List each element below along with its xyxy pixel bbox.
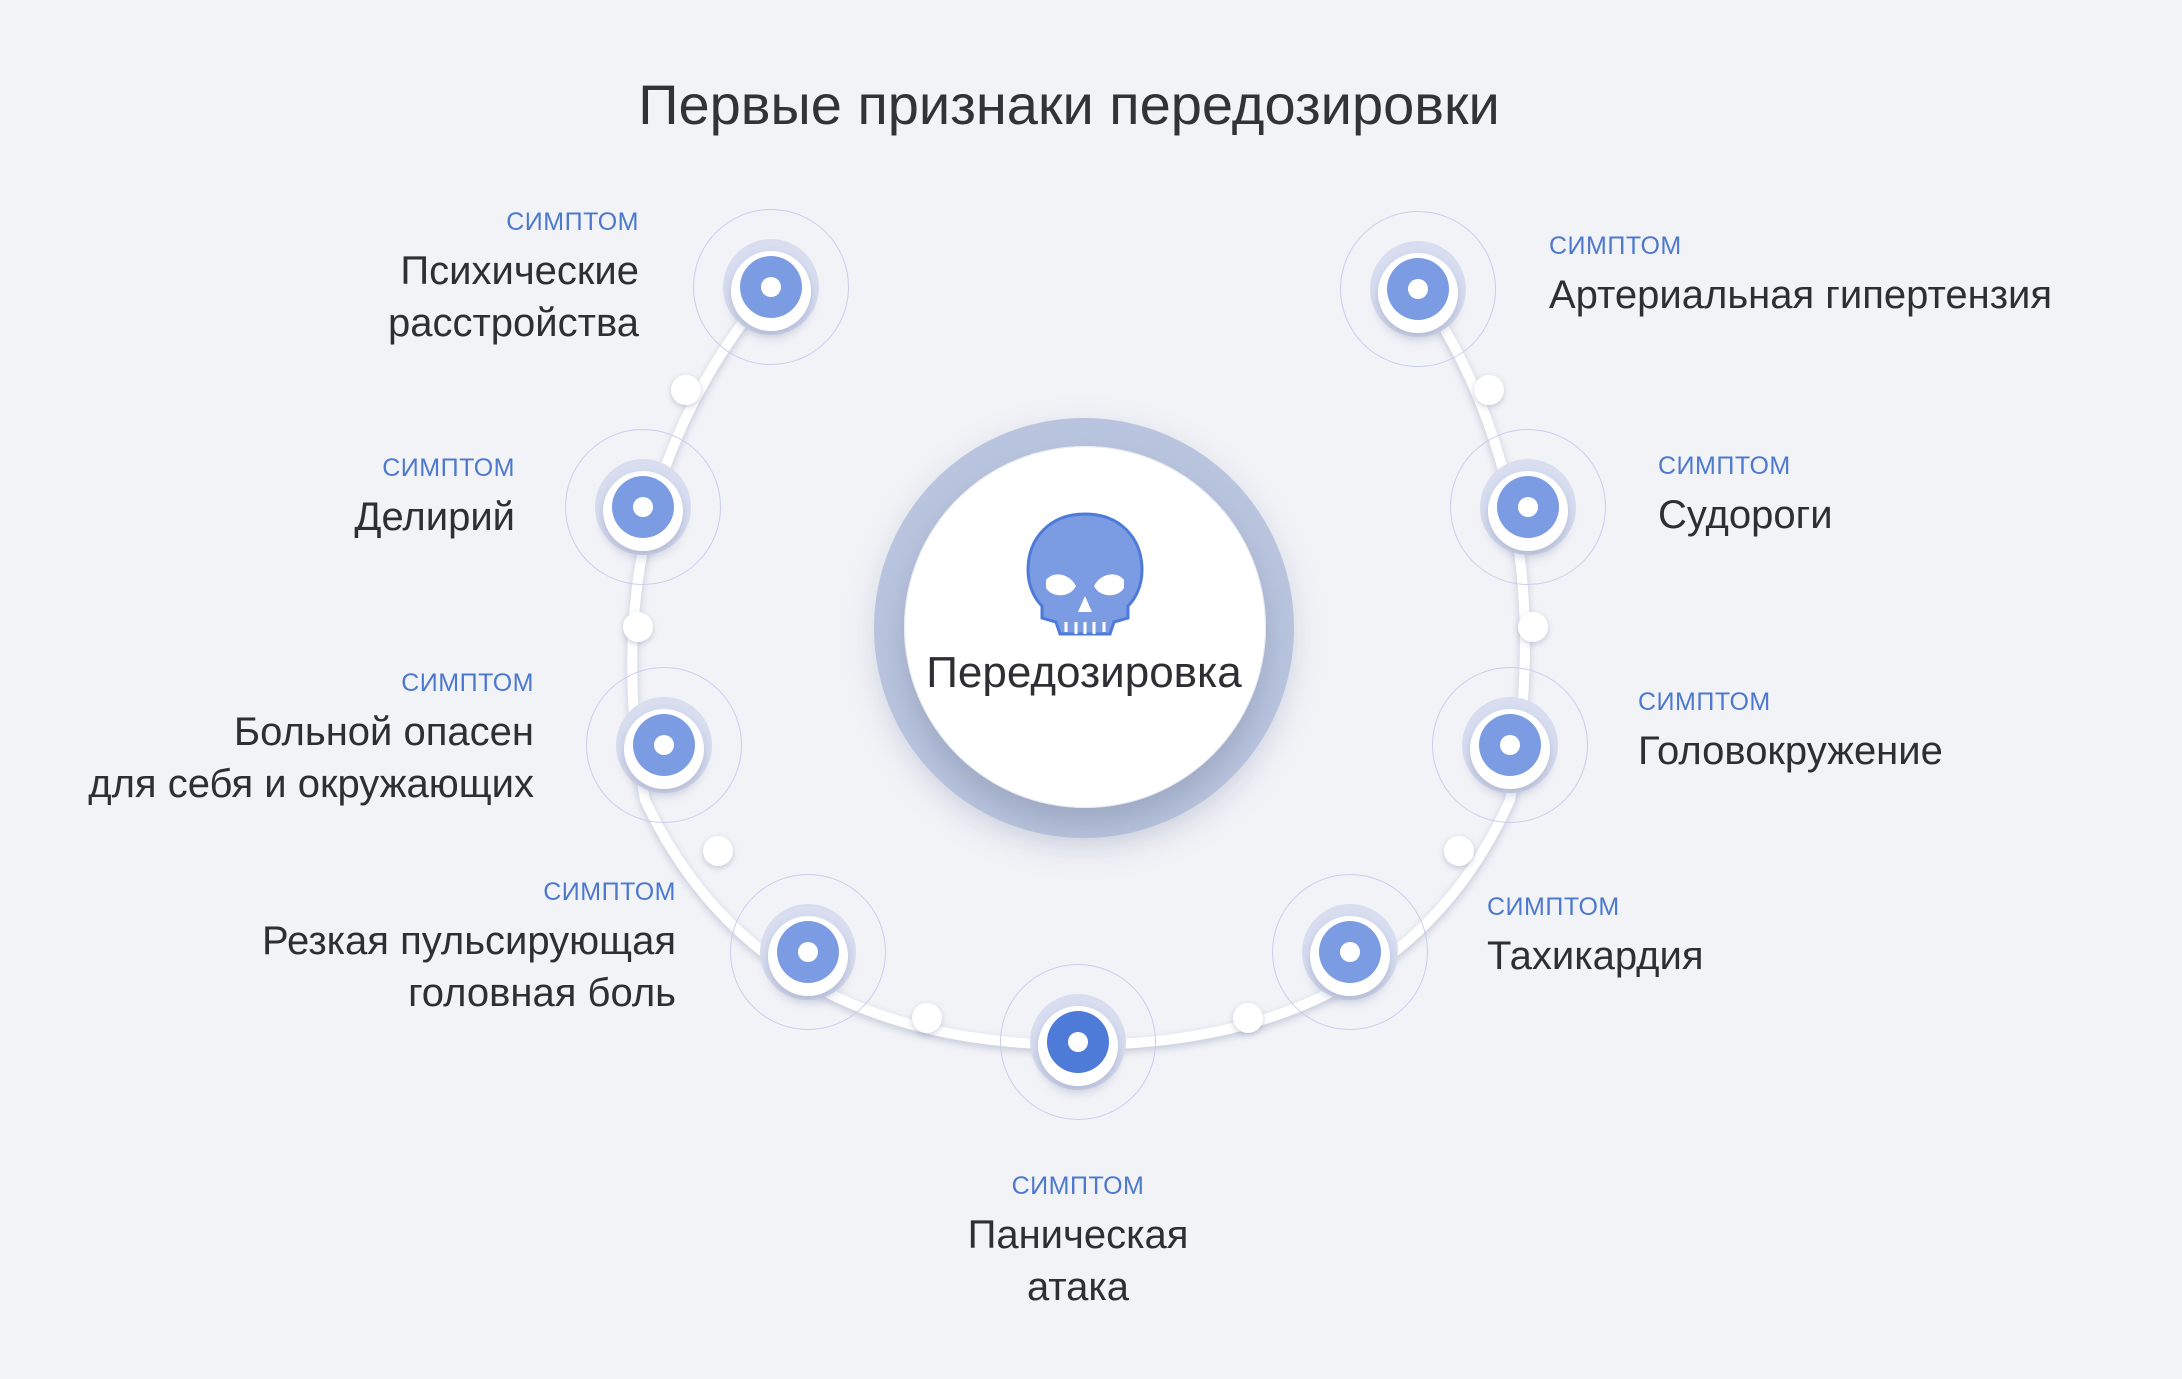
- symptom-text: головная боль: [408, 971, 676, 1015]
- symptom-text: атака: [1026, 1265, 1130, 1309]
- arc-connector: [1474, 375, 1504, 405]
- arc-connector: [1518, 612, 1548, 642]
- symptom-tag: СИМПТОМ: [1011, 1172, 1145, 1200]
- symptom-text: Паническая: [967, 1213, 1189, 1257]
- symptom-text: для себя и окружающих: [88, 762, 534, 806]
- symptom-label: СИМПТОМ Тахикардия: [1487, 893, 1704, 982]
- symptom-label: СИМПТОМ Психические расстройства: [388, 208, 639, 349]
- symptom-tag: СИМПТОМ: [1638, 688, 1771, 716]
- symptom-text: Артериальная гипертензия: [1549, 273, 2053, 317]
- symptom-tag: СИМПТОМ: [382, 454, 515, 482]
- symptom-label: СИМПТОМ Больной опасен для себя и окружа…: [88, 669, 534, 810]
- symptom-text: Головокружение: [1638, 729, 1943, 773]
- page-title: Первые признаки передозировки: [638, 73, 1500, 136]
- symptom-tag: СИМПТОМ: [1487, 893, 1620, 921]
- symptom-text: Судороги: [1658, 493, 1833, 537]
- symptom-tag: СИМПТОМ: [506, 208, 639, 236]
- symptom-label: СИМПТОМ Головокружение: [1638, 688, 1943, 777]
- arc-connector: [623, 612, 653, 642]
- symptom-tag: СИМПТОМ: [1549, 232, 1682, 260]
- arc-connector: [1444, 836, 1474, 866]
- symptom-tag: СИМПТОМ: [401, 669, 534, 697]
- center-label: Передозировка: [926, 648, 1242, 697]
- symptom-label: СИМПТОМ Артериальная гипертензия: [1549, 232, 2052, 321]
- arc-connector: [703, 836, 733, 866]
- symptom-text: расстройства: [387, 301, 639, 345]
- symptom-label: СИМПТОМ Резкая пульсирующая головная бол…: [262, 878, 676, 1019]
- arc-connector: [1233, 1003, 1263, 1033]
- symptom-text: Психические: [400, 249, 639, 293]
- symptom-tag: СИМПТОМ: [543, 878, 676, 906]
- skull-icon: [1020, 508, 1150, 648]
- symptom-label: СИМПТОМ Делирий: [354, 454, 515, 543]
- symptom-text: Резкая пульсирующая: [262, 919, 676, 963]
- symptom-text: Тахикардия: [1487, 934, 1704, 978]
- arc-connector: [912, 1003, 942, 1033]
- arc-connector: [671, 375, 701, 405]
- symptom-text: Делирий: [354, 495, 515, 539]
- symptom-tag: СИМПТОМ: [1658, 452, 1791, 480]
- symptom-label: СИМПТОМ Паническая атака: [928, 1172, 1228, 1313]
- symptom-label: СИМПТОМ Судороги: [1658, 452, 1833, 541]
- symptom-text: Больной опасен: [233, 710, 534, 754]
